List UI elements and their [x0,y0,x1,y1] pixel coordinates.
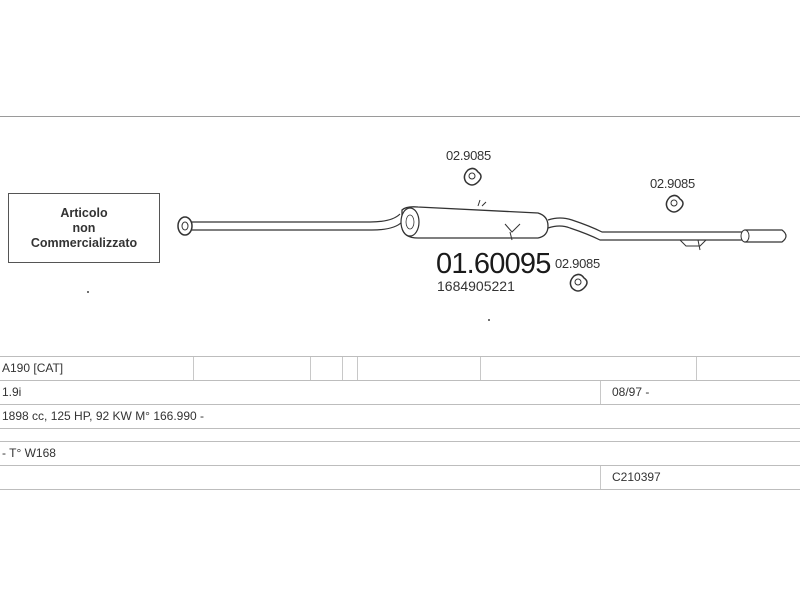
table-divider [357,357,358,380]
not-available-notice: Articolo non Commercializzato [8,193,160,263]
front-flange [177,216,193,236]
table-divider [696,357,697,380]
table-row: A190 [CAT] [0,356,800,380]
notice-line: non [72,220,96,235]
table-row: 1.9i 08/97 - [0,380,800,404]
muffler-body [400,199,549,241]
rubber-mount-icon [569,273,588,292]
tail-pipe [740,229,787,243]
table-divider [193,357,194,380]
vehicle-table: A190 [CAT] 1.9i 08/97 - 1898 cc, 125 HP,… [0,356,800,490]
table-divider [310,357,311,380]
rear-pipe [547,217,745,241]
table-row: 1898 cc, 125 HP, 92 KW M° 166.990 - [0,404,800,428]
dot-mark [488,319,490,321]
table-divider [600,466,601,489]
mount-code[interactable]: 02.9085 [446,148,491,163]
mount-code[interactable]: 02.9085 [555,256,600,271]
mount-code[interactable]: 02.9085 [650,176,695,191]
model-cell: A190 [CAT] [2,361,64,375]
date-cell: 08/97 - [612,385,650,399]
engine-cell: 1.9i [2,385,22,399]
exhaust-diagram [177,167,787,292]
table-divider [342,357,343,380]
rubber-mount-icon [665,194,684,213]
table-row: - T° W168 [0,441,800,465]
notice-line: Commercializzato [30,235,138,250]
main-part-code[interactable]: 01.60095 [436,248,551,280]
ref-cell: C210397 [612,470,661,484]
table-divider [480,357,481,380]
specs-cell: 1898 cc, 125 HP, 92 KW M° 166.990 - [2,409,205,423]
table-row [0,428,800,441]
oem-code: 1684905221 [437,278,515,294]
rubber-mount-icon [463,167,482,186]
notice-line: Articolo [60,205,108,220]
rear-hanger [679,239,707,251]
dot-mark [87,291,89,293]
table-row: C210397 [0,465,800,490]
front-pipe [191,213,403,231]
diagram-area [0,116,800,357]
chassis-cell: - T° W168 [2,446,56,460]
table-divider [600,381,601,404]
